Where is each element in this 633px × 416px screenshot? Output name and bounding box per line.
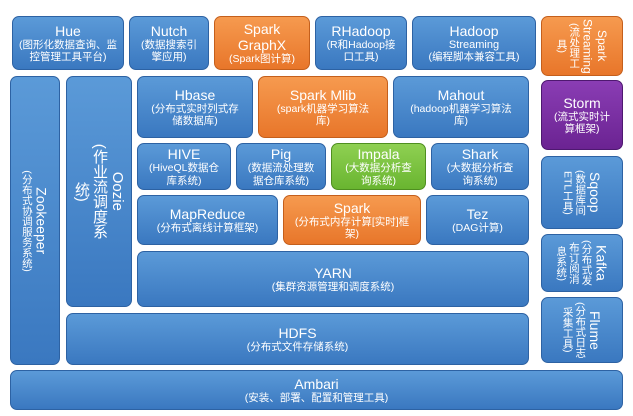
- nutch-desc: (数据搜索引擎应用): [141, 38, 197, 64]
- kafka-desc: (分布式发布订阅消息系统): [555, 240, 593, 286]
- mahout-desc: (hadoop机器学习算法库): [410, 102, 512, 128]
- nutch-box: Nutch (数据搜索引擎应用): [129, 16, 209, 70]
- storm-title: Storm: [563, 94, 601, 111]
- hadoop-streaming-title: Hadoop: [449, 22, 499, 39]
- hdfs-title: HDFS: [278, 324, 317, 341]
- mahout-box: Mahout (hadoop机器学习算法库): [393, 76, 529, 138]
- spark-title: Spark: [333, 199, 371, 216]
- spark-mlib-title: Spark Mlib: [289, 86, 357, 103]
- rhadoop-box: RHadoop (R和Hadoop接口工具): [315, 16, 407, 70]
- spark-graphx-desc: (Spark图计算): [229, 53, 295, 66]
- tez-title: Tez: [466, 205, 489, 222]
- ambari-box: Ambari (安装、部署、配置和管理工具): [10, 370, 623, 410]
- rhadoop-title: RHadoop: [331, 22, 391, 39]
- kafka-box: Kafka (分布式发布订阅消息系统): [541, 234, 623, 292]
- shark-title: Shark: [461, 146, 499, 163]
- zookeeper-desc: (分布式协调服务系统): [20, 169, 33, 272]
- pig-box: Pig (数据流处理数据仓库系统): [236, 143, 326, 190]
- ambari-title: Ambari: [294, 375, 339, 392]
- kafka-title: Kafka: [593, 245, 610, 281]
- storm-box: Storm (流式实时计算框架): [541, 80, 623, 150]
- spark-graphx-box: Spark GraphX (Spark图计算): [214, 16, 310, 70]
- impala-box: Impala (大数据分析查询系统): [331, 143, 426, 190]
- yarn-desc: (集群资源管理和调度系统): [271, 281, 395, 294]
- mahout-title: Mahout: [437, 86, 485, 103]
- hdfs-box: HDFS (分布式文件存储系统): [66, 313, 529, 365]
- spark-streaming-desc: (流处理工具): [555, 23, 581, 69]
- yarn-box: YARN (集群资源管理和调度系统): [137, 251, 529, 307]
- spark-streaming-title: Spark Streaming: [580, 18, 609, 74]
- hive-title: HIVE: [167, 146, 201, 163]
- hadoop-streaming-desc: (编程脚本兼容工具): [428, 51, 520, 64]
- spark-mlib-desc: (spark机器学习算法库): [276, 102, 370, 128]
- tez-box: Tez (DAG计算): [426, 195, 529, 245]
- spark-box: Spark (分布式内存计算[实时]框架): [283, 195, 421, 245]
- hbase-title: Hbase: [174, 86, 216, 103]
- spark-graphx-title: Spark GraphX: [237, 20, 287, 53]
- zookeeper-box: Zookeeper (分布式协调服务系统): [10, 76, 60, 365]
- hadoop-streaming-title2: Streaming: [448, 38, 500, 51]
- impala-desc: (大数据分析查询系统): [345, 162, 412, 187]
- hbase-box: Hbase (分布式实时列式存储数据库): [137, 76, 253, 138]
- spark-mlib-box: Spark Mlib (spark机器学习算法库): [258, 76, 388, 138]
- zookeeper-title: Zookeeper: [33, 187, 50, 254]
- mapreduce-box: MapReduce (分布式离线计算框架): [137, 195, 278, 245]
- spark-desc: (分布式内存计算[实时]框架): [294, 215, 410, 241]
- mapreduce-desc: (分布式离线计算框架): [156, 222, 259, 235]
- flume-title: Flume: [586, 310, 603, 350]
- shark-desc: (大数据分析查询系统): [446, 162, 514, 187]
- sqoop-box: Sqoop (数据库间ETL工具): [541, 156, 623, 229]
- sqoop-title: Sqoop: [586, 172, 603, 213]
- hbase-desc: (分布式实时列式存储数据库): [151, 102, 239, 128]
- hdfs-desc: (分布式文件存储系统): [246, 341, 349, 354]
- yarn-title: YARN: [314, 264, 352, 281]
- ambari-desc: (安装、部署、配置和管理工具): [244, 392, 389, 405]
- tez-desc: (DAG计算): [452, 222, 503, 235]
- spark-streaming-box: Spark Streaming (流处理工具): [541, 16, 623, 76]
- mapreduce-title: MapReduce: [169, 205, 246, 222]
- pig-title: Pig: [270, 146, 292, 163]
- hue-title: Hue: [55, 22, 81, 39]
- flume-box: Flume (分布式日志采集工具): [541, 297, 623, 363]
- hive-desc: (HiveQL数据仓库系统): [148, 162, 219, 187]
- oozie-title: Oozie: [109, 171, 126, 212]
- nutch-title: Nutch: [150, 22, 188, 39]
- hadoop-streaming-box: Hadoop Streaming (编程脚本兼容工具): [412, 16, 536, 70]
- shark-box: Shark (大数据分析查询系统): [431, 143, 529, 190]
- impala-title: Impala: [357, 146, 400, 163]
- oozie-desc: (作业流调度系统): [73, 144, 108, 239]
- flume-desc: (分布式日志采集工具): [561, 302, 587, 358]
- storm-desc: (流式实时计算框架): [554, 110, 610, 136]
- rhadoop-desc: (R和Hadoop接口工具): [326, 38, 396, 64]
- hue-box: Hue (图形化数据查询、监控管理工具平台): [12, 16, 124, 70]
- hive-box: HIVE (HiveQL数据仓库系统): [137, 143, 231, 190]
- oozie-box: Oozie (作业流调度系统): [66, 76, 132, 307]
- hue-desc: (图形化数据查询、监控管理工具平台): [19, 38, 117, 64]
- sqoop-desc: (数据库间ETL工具): [561, 169, 587, 216]
- pig-desc: (数据流处理数据仓库系统): [247, 162, 315, 187]
